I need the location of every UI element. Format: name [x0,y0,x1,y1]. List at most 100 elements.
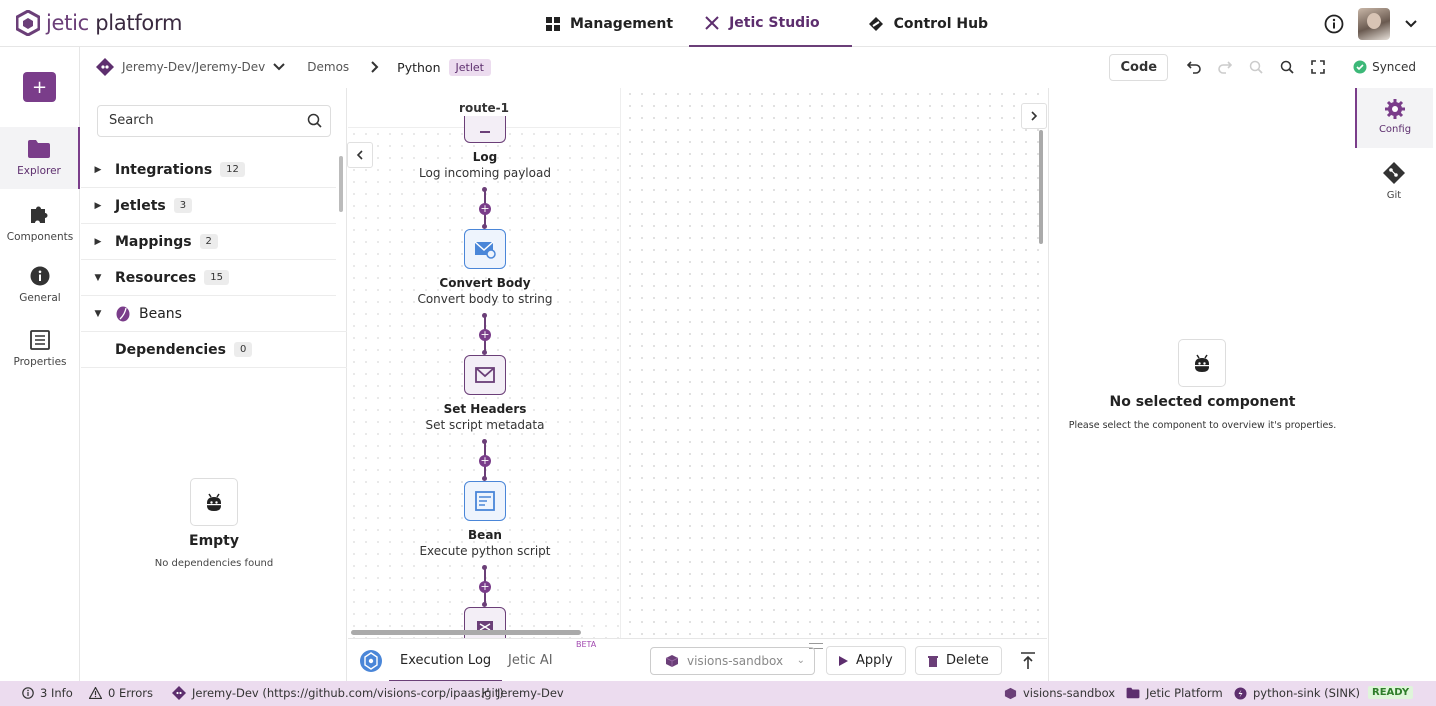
chevron-down-icon[interactable] [1404,19,1418,29]
warning-icon [89,687,102,699]
resize-grip[interactable] [809,643,823,649]
tree-item-mappings[interactable]: ▶ Mappings 2 [81,224,336,260]
kubernetes-icon [360,650,382,672]
config-panel: No selected component Please select the … [1048,88,1355,681]
node-title: Log [472,150,498,164]
trash-icon [928,655,938,667]
tree-label: Dependencies [115,341,227,358]
status-env-text: visions-sandbox [1023,686,1116,700]
empty-state-subtitle: No dependencies found [154,558,274,569]
explorer-scrollbar[interactable] [339,156,343,212]
sink-icon [1234,687,1247,699]
status-errors[interactable]: 0 Errors [89,686,153,700]
rail-item-properties[interactable]: Properties [0,330,80,380]
tab-jetic-ai[interactable]: Jetic AI [508,653,553,668]
count-badge: 0 [234,342,253,357]
redo-button[interactable] [1209,53,1240,81]
node-subtitle: Set script metadata [425,418,545,432]
tab-control-hub[interactable]: Control Hub [852,0,1004,47]
rail-item-general[interactable]: General [0,266,80,316]
zoom-out-button[interactable] [1240,53,1271,81]
add-step-button[interactable]: + [479,580,491,593]
zoom-in-button[interactable] [1271,53,1302,81]
left-rail: + Explorer Components General Properties [0,47,80,681]
synced-check-icon [1353,60,1367,74]
status-errors-text: 0 Errors [108,686,153,700]
expand-panel-icon[interactable] [1020,652,1036,670]
apply-button[interactable]: Apply [826,646,906,675]
status-info[interactable]: 3 Info [22,686,73,700]
chevron-right-icon [1031,111,1038,121]
convert-body-icon [474,241,496,259]
tab-execution-log[interactable]: Execution Log [389,639,503,682]
tools-icon [705,15,719,30]
bean-leaf-icon [116,306,130,321]
add-step-button[interactable]: + [479,328,491,341]
tree-item-jetlets[interactable]: ▶ Jetlets 3 [81,188,336,224]
add-step-button[interactable]: + [479,454,491,467]
status-badge: READY [1368,686,1414,699]
environment-select[interactable]: visions-sandbox ⌄ [650,647,815,675]
beta-badge: BETA [576,640,597,649]
chevron-down-icon[interactable] [273,63,285,71]
code-button[interactable]: Code [1109,53,1169,81]
tree-label: Jetlets [115,197,166,214]
flow-canvas[interactable]: route-1 Log Log incoming payload + Conve… [348,88,1047,638]
branch-icon [482,688,489,698]
status-branch[interactable]: Jeremy-Dev [480,686,564,700]
canvas-horizontal-scrollbar[interactable] [351,630,581,635]
connector-dot [482,313,487,318]
delete-button[interactable]: Delete [915,646,1002,675]
node-convert-body[interactable] [464,229,506,269]
undo-button[interactable] [1178,53,1209,81]
canvas-toolbar: Code Synced [1109,53,1436,81]
jetic-hex-icon [16,10,40,36]
breadcrumb-folder[interactable]: Demos [307,60,350,74]
node-partial-top[interactable] [464,116,506,143]
cube-icon [665,655,679,667]
caret-right-icon: ▶ [94,164,102,175]
tab-label: Management [570,15,674,32]
connector-dot [482,565,487,570]
collapse-left-button[interactable] [347,142,373,168]
add-button[interactable]: + [23,72,56,102]
top-tabs: Management Jetic Studio Control Hub [530,0,1004,47]
info-circle-icon[interactable] [1324,14,1344,34]
breadcrumb-repo[interactable]: Jeremy-Dev/Jeremy-Dev [122,60,266,74]
node-subtitle: Convert body to string [417,292,553,306]
rail-item-config[interactable]: Config [1355,88,1433,148]
search-icon[interactable] [307,113,322,128]
node-set-headers[interactable] [464,355,506,395]
fullscreen-button[interactable] [1302,53,1333,81]
rail-label: Config [1378,124,1412,135]
expand-right-button[interactable] [1021,103,1047,129]
rail-item-git[interactable]: Git [1355,162,1433,212]
tab-management[interactable]: Management [530,0,689,47]
bottom-panel: Execution Log Jetic AI BETA visions-sand… [348,638,1047,682]
rail-item-components[interactable]: Components [0,203,80,253]
node-bean[interactable] [464,481,506,521]
tab-jetic-studio[interactable]: Jetic Studio [689,0,852,47]
search-input[interactable]: Search [97,105,331,137]
canvas-vertical-scrollbar[interactable] [1039,130,1043,244]
status-project[interactable]: Jetic Platform [1126,686,1223,700]
tree-item-dependencies[interactable]: Dependencies 0 [81,332,347,368]
avatar[interactable] [1358,8,1390,40]
node-title: Convert Body [439,276,531,290]
redo-icon [1217,61,1232,74]
status-repo[interactable]: Jeremy-Dev (https://github.com/visions-c… [172,686,504,700]
rail-label: General [19,292,61,304]
rail-item-explorer[interactable]: Explorer [0,127,80,189]
add-step-button[interactable]: + [479,202,491,215]
grid-icon [546,16,560,31]
status-sink[interactable]: python-sink (SINK) [1234,686,1360,700]
folder-icon [28,140,50,158]
apply-label: Apply [856,653,893,668]
empty-state-title: Empty [189,533,239,549]
status-env[interactable]: visions-sandbox [1004,686,1115,700]
tree-item-integrations[interactable]: ▶ Integrations 12 [81,152,336,188]
jetic-logo[interactable]: jetic platform [16,10,182,36]
tree-item-beans[interactable]: ▼ Beans [81,296,347,332]
tree-label: Beans [139,305,182,322]
tree-item-resources[interactable]: ▼ Resources 15 [81,260,336,296]
